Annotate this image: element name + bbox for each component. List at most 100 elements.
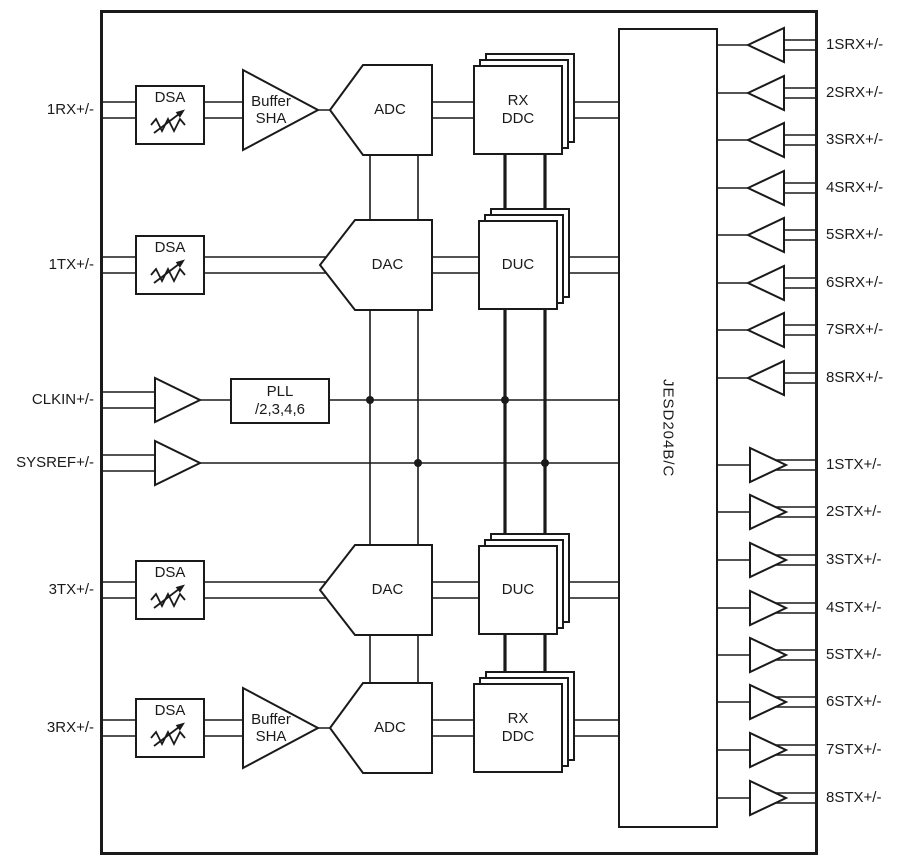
dac-shape-top — [318, 219, 433, 311]
stx-buffer-icon — [749, 779, 789, 817]
pin-label-6srx: 6SRX+/- — [826, 274, 884, 291]
pin-label-1srx: 1SRX+/- — [826, 36, 884, 53]
stx-lane-wires — [718, 459, 818, 804]
srx-buffer-icon — [745, 359, 785, 397]
srx-buffer-icon — [745, 121, 785, 159]
dac-shape-bottom — [318, 544, 433, 636]
dsa-label: DSA — [154, 89, 186, 106]
pin-label-1rx: 1RX+/- — [46, 101, 94, 118]
rx-ddc-label-line1: RX — [507, 92, 529, 109]
rx-ddc-block: RX DDC — [473, 683, 563, 773]
rx-ddc-label-line2: DDC — [501, 110, 535, 127]
duc-stack-bottom: DUC — [478, 533, 570, 635]
adc-shape-bottom — [328, 682, 433, 774]
dsa-block-rx3: DSA — [135, 698, 205, 758]
pin-label-1tx: 1TX+/- — [48, 256, 94, 273]
srx-buffer-icon — [745, 169, 785, 207]
duc-label: DUC — [501, 256, 535, 273]
buffer-sha-line2: SHA — [255, 728, 287, 745]
dsa-block-tx3: DSA — [135, 560, 205, 620]
stx-lane-buffers — [749, 446, 789, 817]
stx-buffer-icon — [749, 589, 789, 627]
dac-label-bottom: DAC — [371, 581, 404, 598]
adc-label-top: ADC — [374, 101, 406, 118]
dsa-label: DSA — [154, 239, 186, 256]
pin-label-8srx: 8SRX+/- — [826, 369, 884, 386]
clkin-wires — [100, 391, 618, 409]
attenuator-icon — [150, 259, 186, 284]
pin-label-5stx: 5STX+/- — [826, 646, 882, 663]
srx-buffer-icon — [745, 264, 785, 302]
dsa-block-tx1: DSA — [135, 235, 205, 295]
pin-label-3stx: 3STX+/- — [826, 551, 882, 568]
buffer-sha-triangles — [242, 68, 321, 770]
pin-label-4stx: 4STX+/- — [826, 599, 882, 616]
srx-buffer-icon — [745, 311, 785, 349]
stx-buffer-icon — [749, 636, 789, 674]
attenuator-icon — [150, 109, 186, 134]
pin-label-5srx: 5SRX+/- — [826, 226, 884, 243]
attenuator-icon — [150, 722, 186, 747]
sysref-buffer-icon — [154, 439, 203, 487]
buffer-sha-line1: Buffer — [251, 93, 291, 110]
dsa-block-rx1: DSA — [135, 85, 205, 145]
pll-block: PLL /2,3,4,6 — [230, 378, 330, 424]
buffer-sha-triangle-rx1 — [242, 68, 321, 152]
converter-shapes — [318, 64, 433, 774]
dac-label-top: DAC — [371, 256, 404, 273]
pin-label-7srx: 7SRX+/- — [826, 321, 884, 338]
dsa-label: DSA — [154, 702, 186, 719]
rx-ddc-block: RX DDC — [473, 65, 563, 155]
junction-dots — [366, 396, 549, 467]
buffer-sha-triangle-rx3 — [242, 686, 321, 770]
srx-buffer-icon — [745, 216, 785, 254]
pin-label-clkin: CLKIN+/- — [31, 391, 94, 408]
tx3-wires — [100, 581, 618, 599]
rx-ddc-stack-top: RX DDC — [473, 53, 575, 155]
pin-label-1stx: 1STX+/- — [826, 456, 882, 473]
jesd204-label: JESD204B/C — [659, 378, 677, 478]
buffer-sha-label-bottom: Buffer SHA — [241, 711, 301, 745]
clkin-buffer-icon — [154, 376, 203, 424]
duc-stack-top: DUC — [478, 208, 570, 310]
srx-buffer-icon — [745, 74, 785, 112]
pin-label-2stx: 2STX+/- — [826, 503, 882, 520]
jesd204-block: JESD204B/C — [618, 28, 718, 828]
pin-label-4srx: 4SRX+/- — [826, 179, 884, 196]
stx-buffer-icon — [749, 683, 789, 721]
pin-label-3tx: 3TX+/- — [48, 581, 94, 598]
pin-label-8stx: 8STX+/- — [826, 789, 882, 806]
buffer-sha-label-top: Buffer SHA — [241, 93, 301, 127]
buffer-sha-line2: SHA — [255, 110, 287, 127]
stx-buffer-icon — [749, 541, 789, 579]
buffer-sha-line1: Buffer — [251, 711, 291, 728]
stx-buffer-icon — [749, 731, 789, 769]
rx-ddc-stack-bottom: RX DDC — [473, 671, 575, 773]
chip-boundary — [100, 10, 818, 855]
dsa-label: DSA — [154, 564, 186, 581]
srx-lane-buffers — [745, 26, 785, 397]
srx-buffer-icon — [745, 26, 785, 64]
clock-input-buffers — [154, 376, 203, 487]
tx1-wires — [100, 256, 618, 274]
srx-lane-wires — [718, 39, 818, 384]
rx-ddc-label-line1: RX — [507, 710, 529, 727]
adc-shape-top — [328, 64, 433, 156]
rx1-wires — [100, 101, 618, 119]
pin-label-3srx: 3SRX+/- — [826, 131, 884, 148]
pin-label-3rx: 3RX+/- — [46, 719, 94, 736]
pin-label-2srx: 2SRX+/- — [826, 84, 884, 101]
pll-label-line2: /2,3,4,6 — [254, 401, 306, 418]
rx-ddc-label-line2: DDC — [501, 728, 535, 745]
attenuator-icon — [150, 584, 186, 609]
stx-buffer-icon — [749, 446, 789, 484]
duc-block: DUC — [478, 220, 558, 310]
duc-block: DUC — [478, 545, 558, 635]
pin-label-6stx: 6STX+/- — [826, 693, 882, 710]
duc-label: DUC — [501, 581, 535, 598]
rx3-wires — [100, 719, 618, 737]
adc-label-bottom: ADC — [374, 719, 406, 736]
pin-label-sysref: SYSREF+/- — [16, 454, 94, 471]
stx-buffer-icon — [749, 493, 789, 531]
